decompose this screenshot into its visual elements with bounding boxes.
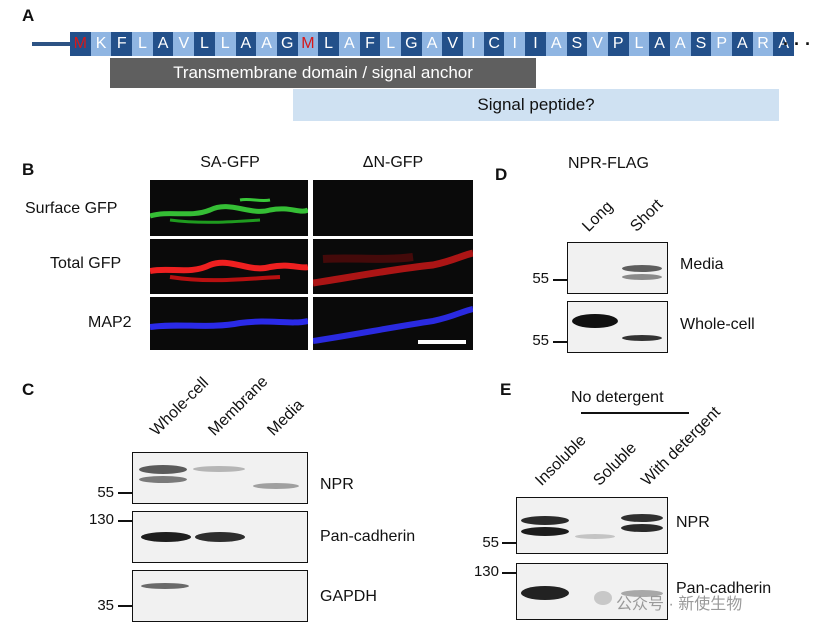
residue: L [318,32,339,56]
row-label-total-gfp: Total GFP [50,255,122,272]
residue: I [463,32,484,56]
residue: A [256,32,277,56]
residue: P [711,32,732,56]
no-detergent-label: No detergent [571,389,664,406]
blot-e-pan-cadherin-label: Pan-cadherin [676,580,772,597]
panel-d-label: D [495,165,508,184]
residue: A [545,32,567,56]
signal-peptide-label: Signal peptide? [477,95,595,114]
micrograph-dn-surface-gfp [313,180,473,236]
micrograph-dn-total-gfp [312,239,474,294]
blot-c-gapdh-label: GAPDH [320,588,377,605]
residue: L [214,32,236,56]
residue: M [70,32,91,56]
residue: A [235,32,257,56]
residue: R [752,32,774,56]
residue: A [773,32,795,56]
residue: V [173,32,195,56]
residue: M [297,32,319,56]
blot-e-npr [516,497,668,554]
residue: K [90,32,112,56]
blot-e-pan-cadherin [516,563,668,620]
micrograph-sa-surface-gfp [149,180,310,236]
blot-c-npr [132,452,308,504]
scale-bar [418,340,466,344]
residue: A [669,32,691,56]
residue: L [194,32,215,56]
blot-e-mw-130: 130 [473,563,499,580]
panel-b-label: B [22,160,35,179]
residue: V [587,32,608,56]
micrograph-sa-map2 [149,297,309,350]
lane-label-whole-cell: Whole-cell [147,374,213,440]
blot-d-mw-55-bottom: 55 [532,332,549,349]
sequence-ellipsis: · · · [783,34,811,54]
panel-a-label: A [22,6,35,25]
residue: L [380,32,401,56]
residue: S [566,32,588,56]
blot-c-mw-55: 55 [97,484,114,501]
residue: L [628,32,650,56]
blot-e-mw-55: 55 [482,534,499,551]
residue: A [732,32,753,56]
residue: S [690,32,712,56]
lane-label-media: Media [264,396,308,440]
residue: C [483,32,505,56]
sequence-leader-line [32,42,72,46]
blot-d-media-label: Media [680,256,724,273]
micrograph-sa-total-gfp [149,239,309,294]
residue: A [421,32,443,56]
blot-d-mw-55-top: 55 [532,270,549,287]
blot-d-whole-cell [567,301,668,353]
transmembrane-box [110,58,536,88]
row-label-map2: MAP2 [88,314,132,331]
row-label-surface-gfp: Surface GFP [25,200,118,217]
panel-e-label: E [500,380,512,399]
lane-label-membrane: Membrane [205,373,272,440]
residue: I [525,32,546,56]
col-header-sa-gfp: SA-GFP [200,154,260,171]
lane-label-short: Short [627,196,667,236]
residue: A [152,32,174,56]
residue: P [607,32,629,56]
watermark-text: 公众号 · 新使生物 [616,596,743,613]
blot-c-gapdh [132,570,308,622]
transmembrane-label: Transmembrane domain / signal anchor [173,63,473,82]
panel-c-label: C [22,380,35,399]
signal-peptide-box [293,89,779,121]
lane-label-insoluble: Insoluble [532,431,590,490]
blot-c-mw-35: 35 [97,597,114,614]
residue: L [132,32,153,56]
blot-c-pan-cadherin [132,511,308,563]
residue: A [649,32,670,56]
blot-c-mw-130: 130 [88,511,114,528]
residue: F [359,32,381,56]
lane-label-soluble: Soluble [590,439,641,490]
no-detergent-bracket [581,412,689,414]
blot-d-media [567,242,668,294]
col-header-dn-gfp: ΔN-GFP [362,154,424,171]
blot-e-npr-label: NPR [676,514,710,531]
blot-d-whole-cell-label: Whole-cell [680,316,755,333]
panel-d-title: NPR-FLAG [568,155,649,172]
blot-c-pan-cadherin-label: Pan-cadherin [320,528,416,545]
residue: G [276,32,298,56]
lane-label-with-detergent: With detergent [638,403,724,490]
watermark-logo-icon [594,591,612,605]
residue: G [401,32,422,56]
blot-c-npr-label: NPR [320,476,354,493]
residue: A [338,32,360,56]
lane-label-long: Long [579,198,617,236]
residue: V [442,32,464,56]
residue: F [111,32,133,56]
residue: I [504,32,526,56]
